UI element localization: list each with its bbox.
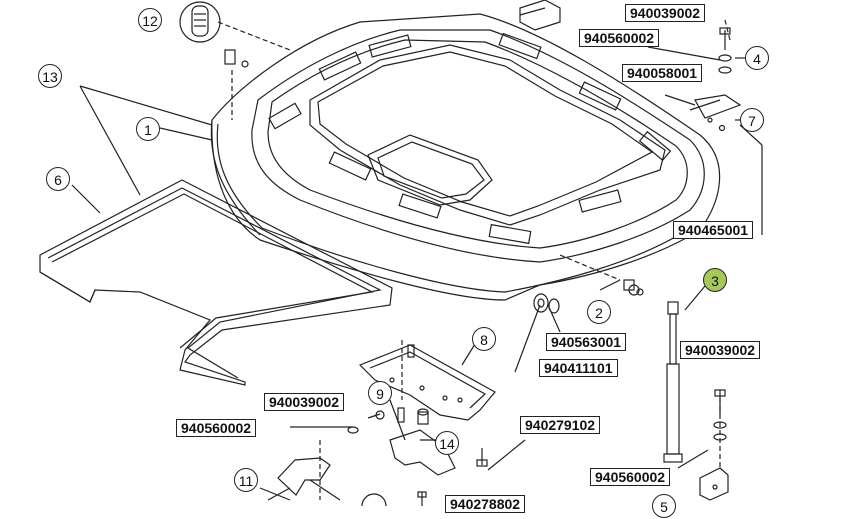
part-number-label: 940039002 [625,4,706,22]
callout-7: 7 [740,108,764,132]
callout-13: 13 [38,64,62,88]
part-number-label: 940465001 [673,221,754,239]
callout-3: 3 [703,268,727,292]
part-number-label: 940058001 [622,64,703,82]
part-number-label: 940563001 [546,333,627,351]
part-number-label: 940279102 [520,416,601,434]
part-number-label: 940560002 [590,468,671,486]
callout-14: 14 [435,431,459,455]
callout-1: 1 [136,117,160,141]
callout-9: 9 [368,381,392,405]
callout-2: 2 [587,300,611,324]
part-number-label: 940278802 [445,495,526,513]
callout-11: 11 [234,468,258,492]
part-number-label: 940560002 [176,419,257,437]
part-number-label: 940039002 [264,393,345,411]
part-number-label: 940039002 [680,341,761,359]
callout-6: 6 [46,167,70,191]
callout-8: 8 [472,327,496,351]
part-number-label: 940411101 [539,359,618,377]
callout-5: 5 [652,494,676,518]
callout-4: 4 [745,46,769,70]
exploded-parts-diagram [39,0,763,506]
callout-12: 12 [138,8,162,32]
part-number-label: 940560002 [579,29,660,47]
